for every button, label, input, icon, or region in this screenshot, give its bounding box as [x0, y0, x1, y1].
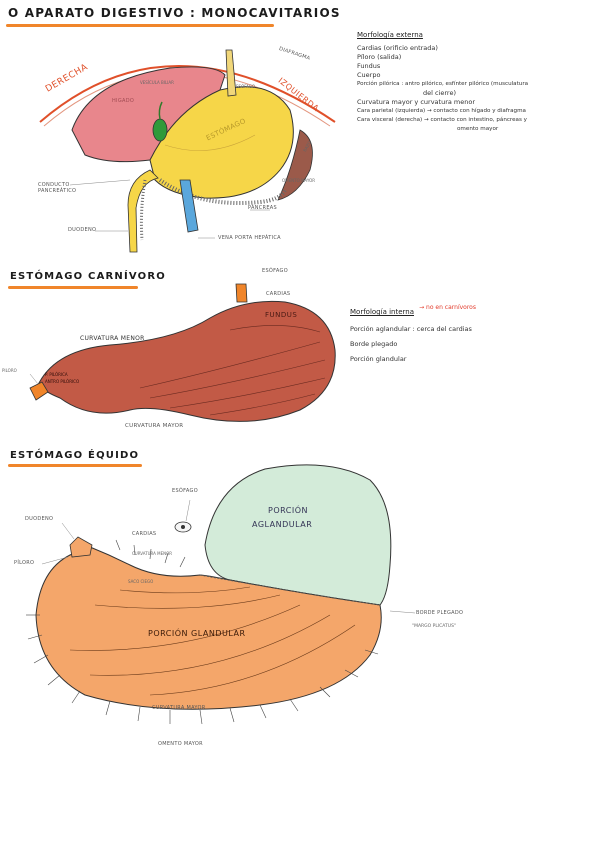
spleen-shape — [277, 129, 313, 201]
vesicula-label: VESÍCULA BILIAR — [140, 80, 174, 85]
monocavitary-diagram — [39, 49, 336, 253]
internal-note-line: Porción aglandular : cerca del cardias — [350, 325, 472, 333]
omento-label-1: OMENTO MAYOR — [282, 178, 316, 183]
equine-duodenum-shape — [69, 536, 93, 558]
internal-note-line: Porción glandular — [350, 355, 407, 363]
equine-omento-label: OMENTO MAYOR — [158, 741, 203, 747]
carnivore-porcion-pilorica-label: P. PILÓRICA — [45, 372, 68, 377]
note-line: omento mayor — [457, 126, 499, 132]
note-line: Fundus — [357, 62, 381, 70]
equine-glandular-label: PORCIÓN GLANDULAR — [148, 629, 246, 638]
carnivore-esofago-label: ESÓFAGO — [262, 268, 288, 274]
equine-esofago-label: ESÓFAGO — [172, 488, 198, 494]
duodenum-shape — [127, 169, 159, 253]
equine-piloro-label: PÍLORO — [14, 560, 35, 566]
equine-saco-label: SACO CIEGO — [128, 579, 154, 584]
note-line: Cardias (orificio entrada) — [357, 44, 438, 52]
carnivore-fundus-label: FUNDUS — [265, 311, 298, 319]
esofago-label-1: ESÓFAGO — [236, 84, 256, 89]
equine-duodeno-label: DUODENO — [25, 516, 54, 522]
diaphragm-arc — [39, 65, 336, 123]
esophagus-shape — [225, 49, 237, 97]
duodeno-label-1: DUODENO — [68, 227, 97, 233]
internal-morphology-heading: Morfología interna — [350, 308, 414, 316]
external-morphology-notes: Morfología externa Cardias (orificio ent… — [357, 31, 593, 134]
note-line: Porción pilórica : antro pilórico, esfín… — [357, 81, 529, 87]
pancreas-label: PÁNCREAS — [248, 205, 277, 211]
equine-aglandular-label-1: PORCIÓN — [268, 506, 309, 515]
higado-label: HIGADO — [112, 98, 135, 104]
equine-stomach-diagram — [26, 464, 416, 725]
title-underline — [6, 24, 274, 27]
external-morphology-heading: Morfología externa — [357, 31, 423, 39]
internal-note-line: Borde plegado — [350, 340, 398, 348]
equine-underline — [8, 464, 142, 467]
equine-curv-menor-label: CURVATURA MENOR — [132, 551, 173, 556]
carnivore-underline — [8, 286, 138, 289]
carnivore-esophagus-shape — [235, 283, 248, 303]
note-line: Cara visceral (derecha) → contacto con i… — [357, 117, 527, 123]
note-line: Curvatura mayor y curvatura menor — [357, 98, 476, 106]
equine-borde-label: BORDE PLEGADO — [416, 610, 464, 616]
carnivore-piloro-label: PILORO — [2, 368, 17, 373]
gallbladder-shape — [152, 118, 168, 142]
equine-cardias-label: CARDIAS — [132, 531, 157, 537]
carnivore-curv-mayor-label: CURVATURA MAYOR — [125, 423, 184, 429]
carnivore-antro-label: ANTRO PILÓRICO — [45, 379, 80, 384]
note-line: Cara parietal (izquierda) → contacto con… — [357, 108, 526, 114]
page-title: O APARATO DIGESTIVO : MONOCAVITARIOS — [8, 6, 341, 20]
vena-porta-label: VENA PORTA HEPÁTICA — [218, 235, 281, 241]
equine-title: ESTÓMAGO ÉQUIDO — [10, 450, 140, 461]
equine-aglandular-label-2: AGLANDULAR — [252, 520, 313, 529]
note-line: Píloro (salida) — [357, 53, 402, 61]
pancreas-shape — [158, 178, 287, 206]
margo-plicatus-line — [199, 574, 381, 606]
carnivore-stomach-shape — [37, 300, 336, 422]
stomach-shape — [149, 86, 294, 199]
note-line: del cierre) — [423, 89, 456, 97]
vena-porta-shape — [179, 179, 199, 233]
carnivore-stomach-diagram — [29, 283, 336, 422]
note-line: Cuerpo — [357, 71, 381, 79]
conducto-label: CONDUCTO PANCREÁTICO — [38, 182, 77, 194]
carnivore-cardias-label: CARDIAS — [266, 291, 291, 297]
equine-curv-mayor-label: CURVATURA MAYOR — [152, 705, 206, 711]
carnivore-curv-menor-label: CURVATURA MENOR — [80, 335, 145, 342]
equine-margo-label: "MARGO PLICATUS" — [412, 624, 457, 629]
carnivore-title: ESTÓMAGO CARNÍVORO — [10, 271, 166, 282]
internal-morphology-notes: Morfología interna → no en carnívoros Po… — [350, 299, 590, 364]
red-annotation: → no en carnívoros — [419, 304, 476, 311]
